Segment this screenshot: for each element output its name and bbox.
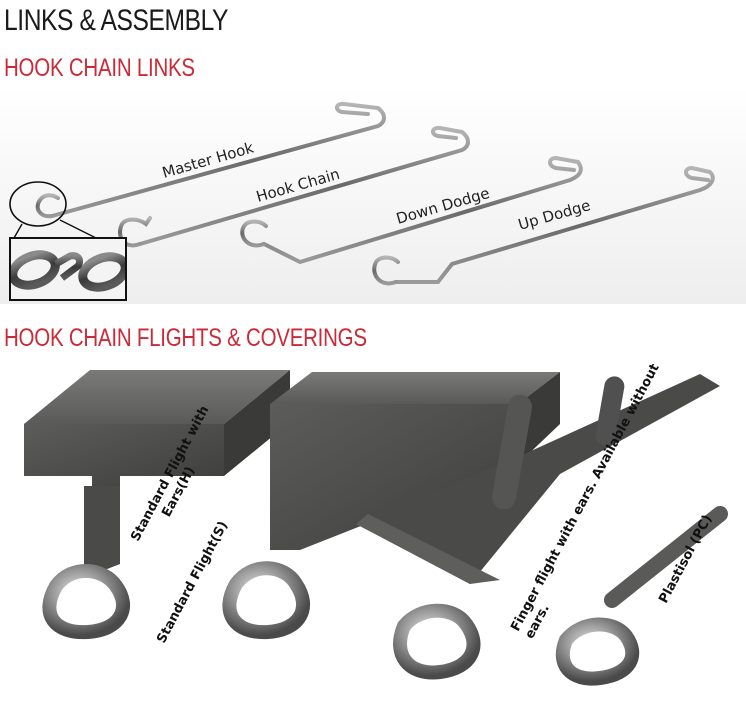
section-heading-hook-chain-links: HOOK CHAIN LINKS <box>4 54 195 82</box>
detail-connector-line <box>59 219 97 239</box>
finger-flight-part <box>356 374 720 680</box>
detail-zoom-circle <box>9 181 67 227</box>
hook-chain-link <box>118 125 470 248</box>
section-heading-flights-coverings: HOOK CHAIN FLIGHTS & COVERINGS <box>4 324 367 352</box>
master-hook-link <box>35 101 386 219</box>
hook-chain-links-illustration: Master Hook Hook Chain Down Dodge Up Dod… <box>0 86 746 304</box>
down-dodge-link <box>240 155 583 265</box>
label-standard-flight: Standard Flight(S) <box>154 519 231 646</box>
detail-connector-line <box>13 223 23 239</box>
standard-flight-with-ears-part <box>24 370 290 640</box>
chain-detail-inset <box>9 237 127 301</box>
flights-coverings-illustration: Standard Flight with Ears(H) Standard Fl… <box>24 364 728 686</box>
plastisol-coated-part <box>555 506 728 686</box>
up-dodge-link <box>372 165 715 286</box>
standard-flight-part <box>222 372 560 640</box>
page-title: LINKS & ASSEMBLY <box>4 4 229 37</box>
